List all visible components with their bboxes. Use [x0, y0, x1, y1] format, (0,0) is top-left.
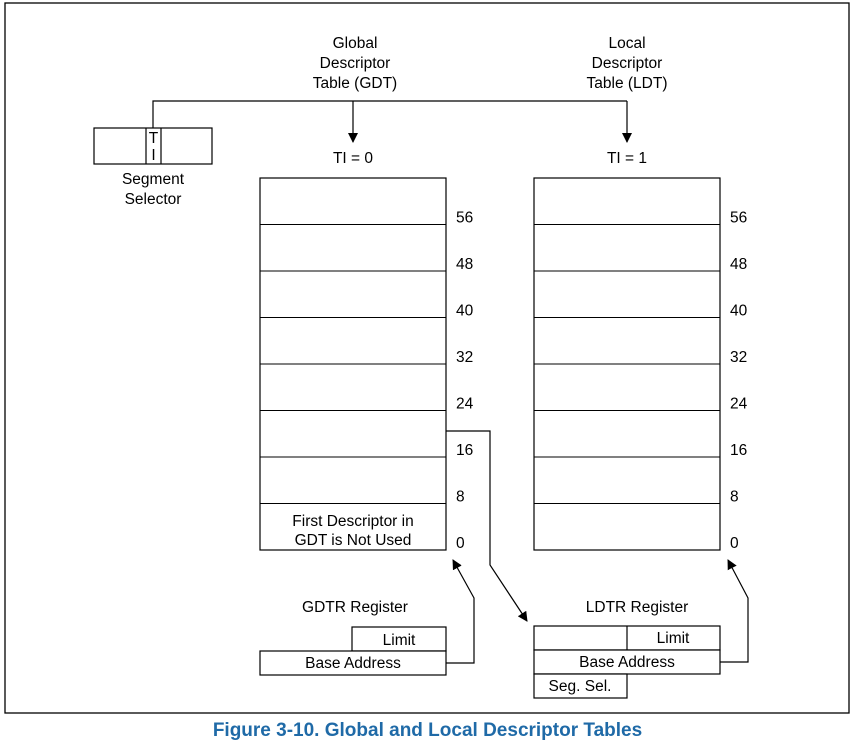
ti-field-char: I	[151, 147, 155, 164]
ldt-offset-label: 48	[730, 256, 747, 273]
ldt-offset-label: 40	[730, 303, 748, 320]
gdtr-base-to-gdt-arrow	[446, 559, 475, 664]
ldtr-base-to-ldt-arrow	[720, 559, 749, 663]
gdtr-register-title: GDTR Register	[302, 599, 408, 616]
segment-selector-label: Selector	[125, 191, 182, 208]
ldt-offset-label: 32	[730, 349, 747, 366]
ldt-offset-label: 8	[730, 489, 739, 506]
ldt-ti-label: TI = 1	[607, 150, 647, 167]
gdt-title: Global Descriptor Table (GDT)	[313, 35, 397, 92]
selector-branch-connector	[152, 100, 632, 143]
figure-caption: Figure 3-10. Global and Local Descriptor…	[212, 720, 643, 741]
gdtr-base-label: Base Address	[305, 655, 401, 672]
pointer-arrows	[446, 430, 749, 664]
ldtr-register: LDTR Register Limit Base Address Seg. Se…	[533, 599, 721, 699]
ldt-title-line: Local	[608, 35, 645, 52]
gdt-table: First Descriptor in GDT is Not Used	[259, 177, 447, 551]
gdtr-limit-label: Limit	[383, 632, 416, 649]
gdt-offset-label: 48	[456, 256, 473, 273]
ldtr-base-label: Base Address	[579, 654, 675, 671]
ldt-title-line: Descriptor	[592, 55, 663, 72]
gdt-offset-label: 56	[456, 210, 473, 227]
ldtr-seg-sel-field	[533, 673, 628, 699]
ldt-table	[533, 177, 721, 551]
gdt-offset-labels: 56 48 40 32 24 16 8 0	[456, 210, 474, 553]
gdt-offset-label: 24	[456, 396, 474, 413]
ldt-title-line: Table (LDT)	[587, 75, 668, 92]
ldt-offset-label: 16	[730, 442, 747, 459]
segment-selector-box	[93, 127, 213, 165]
segment-selector: T I Segment Selector	[93, 127, 213, 208]
gdt-ti-label: TI = 0	[333, 150, 373, 167]
gdt-offset-label: 8	[456, 489, 465, 506]
ldt-offset-label: 0	[730, 535, 739, 552]
gdt-title-line: Global	[333, 35, 378, 52]
ldtr-limit-label: Limit	[657, 630, 690, 647]
ldt-row-dividers	[534, 224, 720, 504]
gdt-title-line: Table (GDT)	[313, 75, 397, 92]
ldt-offset-label: 24	[730, 396, 748, 413]
gdt-offset-label: 40	[456, 303, 474, 320]
ldt-title: Local Descriptor Table (LDT)	[587, 35, 668, 92]
gdt-offset-label: 16	[456, 442, 473, 459]
gdt-offset-label: 32	[456, 349, 473, 366]
ldt-offset-label: 56	[730, 210, 747, 227]
figure-frame	[4, 2, 850, 714]
segment-selector-label: Segment	[122, 171, 185, 188]
gdt-row-dividers	[260, 224, 446, 504]
gdt-offset-label: 0	[456, 535, 465, 552]
gdtr-register: GDTR Register Limit Base Address	[259, 599, 447, 676]
ldtr-seg-sel-label: Seg. Sel.	[549, 678, 612, 695]
gdtr-base-field	[259, 650, 447, 676]
gdt-first-descriptor-note: First Descriptor in	[292, 513, 413, 530]
gdt-first-descriptor-note: GDT is Not Used	[295, 532, 412, 549]
ldtr-register-title: LDTR Register	[586, 599, 689, 616]
ldt-offset-labels: 56 48 40 32 24 16 8 0	[730, 210, 748, 553]
gdt-entry16-to-ldtr-arrow	[446, 430, 528, 622]
gdt-title-line: Descriptor	[320, 55, 391, 72]
descriptor-tables-diagram: Global Descriptor Table (GDT) Local Desc…	[4, 2, 850, 714]
ti-field-char: T	[149, 130, 159, 147]
